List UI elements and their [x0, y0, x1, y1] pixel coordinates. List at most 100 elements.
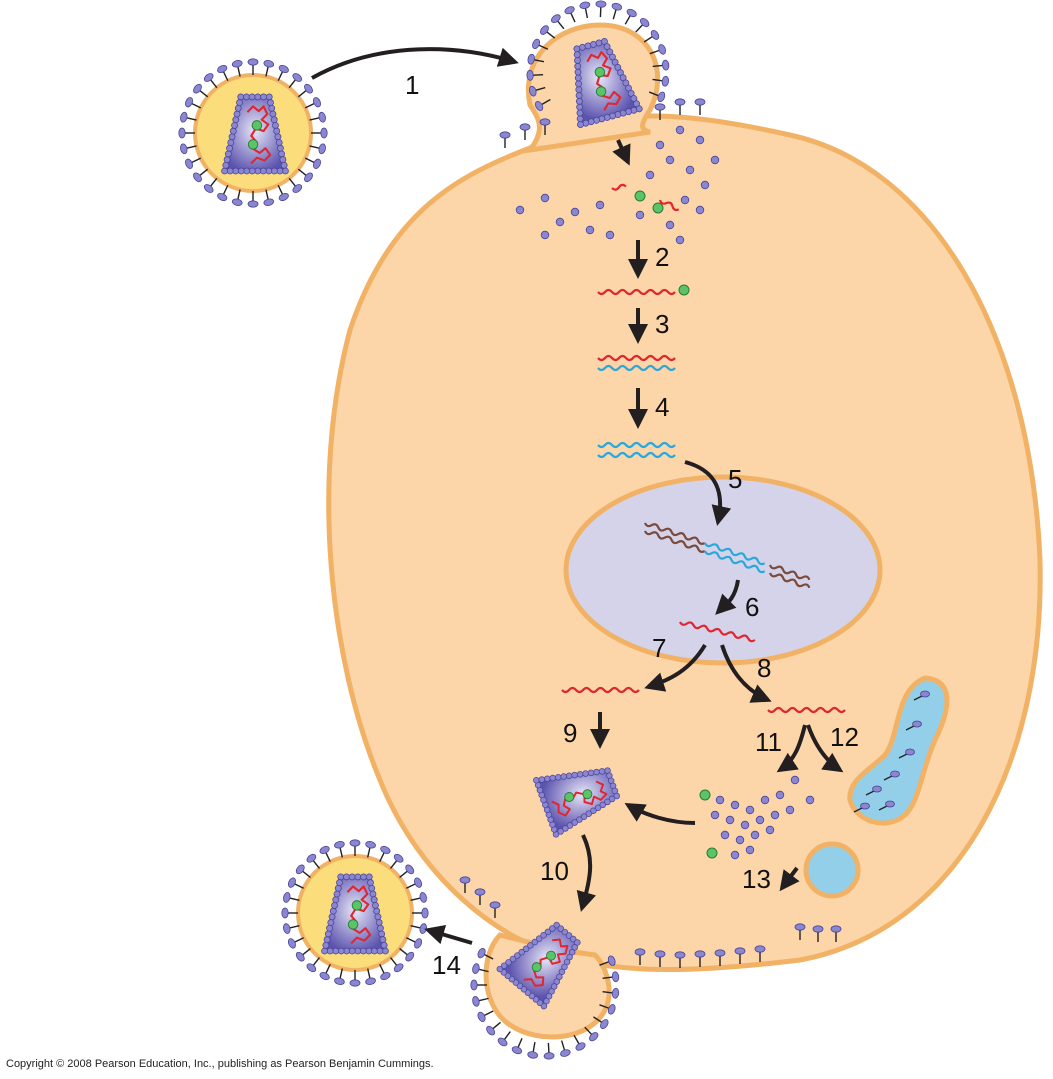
capsid-protein [267, 99, 274, 107]
step-label: 5 [728, 464, 742, 494]
capsid-protein [333, 890, 341, 898]
envelope-glycoproteins [178, 0, 842, 1060]
glycoprotein [263, 198, 275, 206]
glycoprotein [470, 979, 478, 991]
viral-protein [605, 230, 615, 240]
spike-stem [297, 168, 307, 176]
arrow [424, 924, 473, 945]
glycoprotein [349, 839, 361, 847]
glycoprotein [365, 841, 376, 849]
capsid-protein [549, 925, 556, 932]
step-label: 1 [405, 70, 419, 100]
glycoprotein [193, 83, 202, 94]
spike-stem [584, 1026, 593, 1035]
arrow [806, 724, 844, 773]
glycoprotein [312, 158, 321, 169]
glycoprotein [589, 1032, 599, 1042]
spike-stem [302, 870, 311, 879]
glycoprotein [231, 198, 243, 206]
capsid [321, 873, 389, 955]
capsid-protein [226, 144, 233, 152]
spike-stem [534, 59, 545, 63]
host-dna [768, 572, 811, 589]
glycoprotein [278, 65, 289, 74]
glycoprotein [306, 963, 317, 973]
glycoprotein [607, 1004, 616, 1015]
viral-protein [745, 845, 755, 855]
glycoprotein [477, 1011, 486, 1022]
er-glycoprotein [905, 748, 915, 756]
spike-stem [289, 925, 300, 929]
capsid-protein [274, 133, 282, 141]
glycoprotein [579, 1, 591, 9]
reverse-transcriptase [351, 900, 363, 911]
spike-stem [191, 157, 202, 164]
glycoprotein [263, 60, 275, 68]
glycoprotein [185, 97, 194, 108]
glycoprotein [320, 127, 328, 139]
glycoprotein [595, 0, 607, 8]
viral-protein [710, 810, 720, 820]
viral-protein [750, 830, 760, 840]
viral-protein [685, 165, 695, 175]
provirus [703, 550, 766, 574]
spike-stem [191, 102, 202, 109]
capsid-protein [598, 768, 606, 775]
viral-rna-genome [246, 105, 272, 165]
glycoprotein [295, 951, 305, 962]
viral-protein [725, 815, 735, 825]
capsid-protein [272, 121, 279, 129]
capsid-protein [243, 93, 250, 101]
capsid-protein [337, 873, 345, 881]
spike-stem [222, 184, 229, 195]
glycoprotein [421, 907, 429, 919]
spike-stem [478, 968, 489, 973]
capsid-protein [324, 930, 332, 938]
viral-protein [675, 235, 685, 245]
glycoprotein [640, 17, 650, 28]
capsid-protein [322, 941, 330, 949]
viral-protein [790, 775, 800, 785]
capsid [573, 38, 643, 128]
spike-stem [573, 1034, 580, 1045]
capsid-protein [332, 896, 340, 904]
glycoprotein [794, 923, 806, 931]
glycoprotein [304, 83, 313, 94]
capsid-protein [269, 110, 277, 118]
reverse-transcriptase [251, 120, 263, 131]
glycoprotein [414, 938, 423, 949]
spike-stem [312, 957, 321, 966]
capsid-protein [223, 156, 231, 164]
spike-stem [339, 968, 343, 979]
viral-protein [700, 180, 710, 190]
viral-protein [775, 790, 785, 800]
glycoprotein [283, 923, 291, 934]
capsid-protein [231, 121, 238, 129]
spike-stem [652, 78, 663, 82]
glycoprotein [247, 58, 259, 66]
glycoprotein [611, 2, 623, 11]
step-label: 13 [742, 864, 771, 894]
capsid [221, 93, 289, 175]
capsid-protein [354, 873, 362, 881]
uncoated-rna [611, 183, 627, 191]
step-label: 6 [745, 592, 759, 622]
spike-stem [483, 1010, 494, 1017]
glycoprotein [287, 938, 296, 949]
spike-stem [643, 35, 653, 43]
spike-stem [297, 90, 307, 98]
glycoprotein [278, 192, 289, 201]
glycoprotein [380, 845, 391, 854]
capsid-protein [265, 93, 273, 101]
capsid-protein [377, 924, 384, 932]
glycoprotein [405, 864, 415, 875]
glycoprotein [185, 158, 194, 169]
glycoprotein [564, 6, 575, 15]
spike-stem [265, 189, 269, 200]
spike-stem [265, 66, 269, 77]
viral-protein [540, 230, 550, 240]
capsid-protein [254, 93, 262, 101]
capsid-protein [360, 873, 367, 881]
spike-stem [186, 117, 197, 121]
glycoprotein [318, 143, 326, 155]
